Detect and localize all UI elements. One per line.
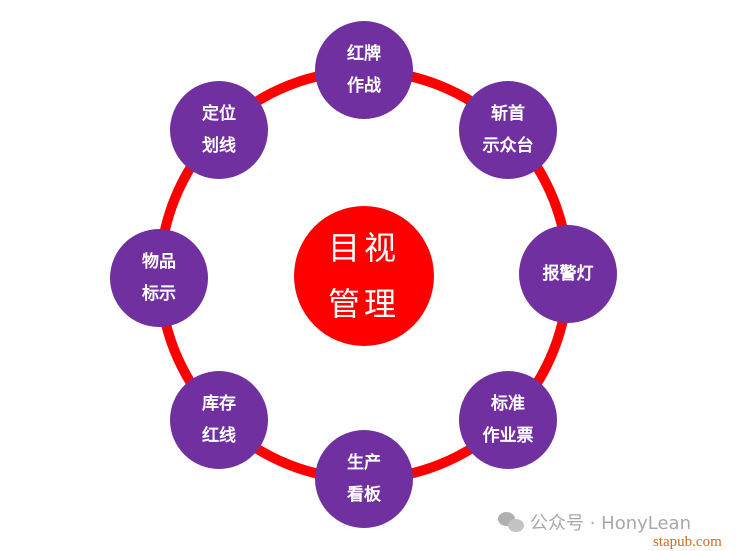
node-display-stage: 斩首 示众台 — [459, 81, 557, 179]
node-label: 红牌 — [347, 44, 381, 64]
node-label: 库存 — [202, 394, 236, 414]
node-inventory-redline: 库存 红线 — [170, 371, 268, 469]
node-label: 作战 — [347, 76, 381, 96]
node-label: 定位 — [202, 104, 236, 124]
node-label: 报警灯 — [542, 264, 594, 284]
watermark: 公众号 · HonyLean — [498, 509, 691, 535]
wechat-icon — [498, 512, 524, 532]
center-line1: 目视 — [327, 229, 400, 267]
node-positioning-lines: 定位 划线 — [170, 81, 268, 179]
center-line2: 管理 — [327, 285, 400, 323]
node-label: 红线 — [202, 426, 236, 446]
node-alarm-light: 报警灯 — [519, 225, 617, 323]
node-production-board: 生产 看板 — [315, 430, 413, 528]
node-label: 标准 — [491, 394, 525, 414]
site-watermark: stapub.com — [653, 534, 722, 550]
node-label: 标示 — [142, 284, 176, 304]
node-item-label: 物品 标示 — [110, 229, 208, 327]
center-circle: 目视 管理 — [294, 206, 434, 346]
node-label: 划线 — [202, 136, 236, 156]
watermark-text: 公众号 · HonyLean — [530, 513, 691, 534]
node-standard-work: 标准 作业票 — [459, 371, 557, 469]
node-label: 示众台 — [482, 136, 534, 156]
node-label: 看板 — [347, 485, 381, 505]
node-red-tag: 红牌 作战 — [315, 21, 413, 119]
node-label: 斩首 — [491, 104, 525, 124]
node-label: 作业票 — [482, 426, 534, 446]
node-label: 物品 — [142, 252, 176, 272]
node-label: 生产 — [347, 453, 381, 473]
